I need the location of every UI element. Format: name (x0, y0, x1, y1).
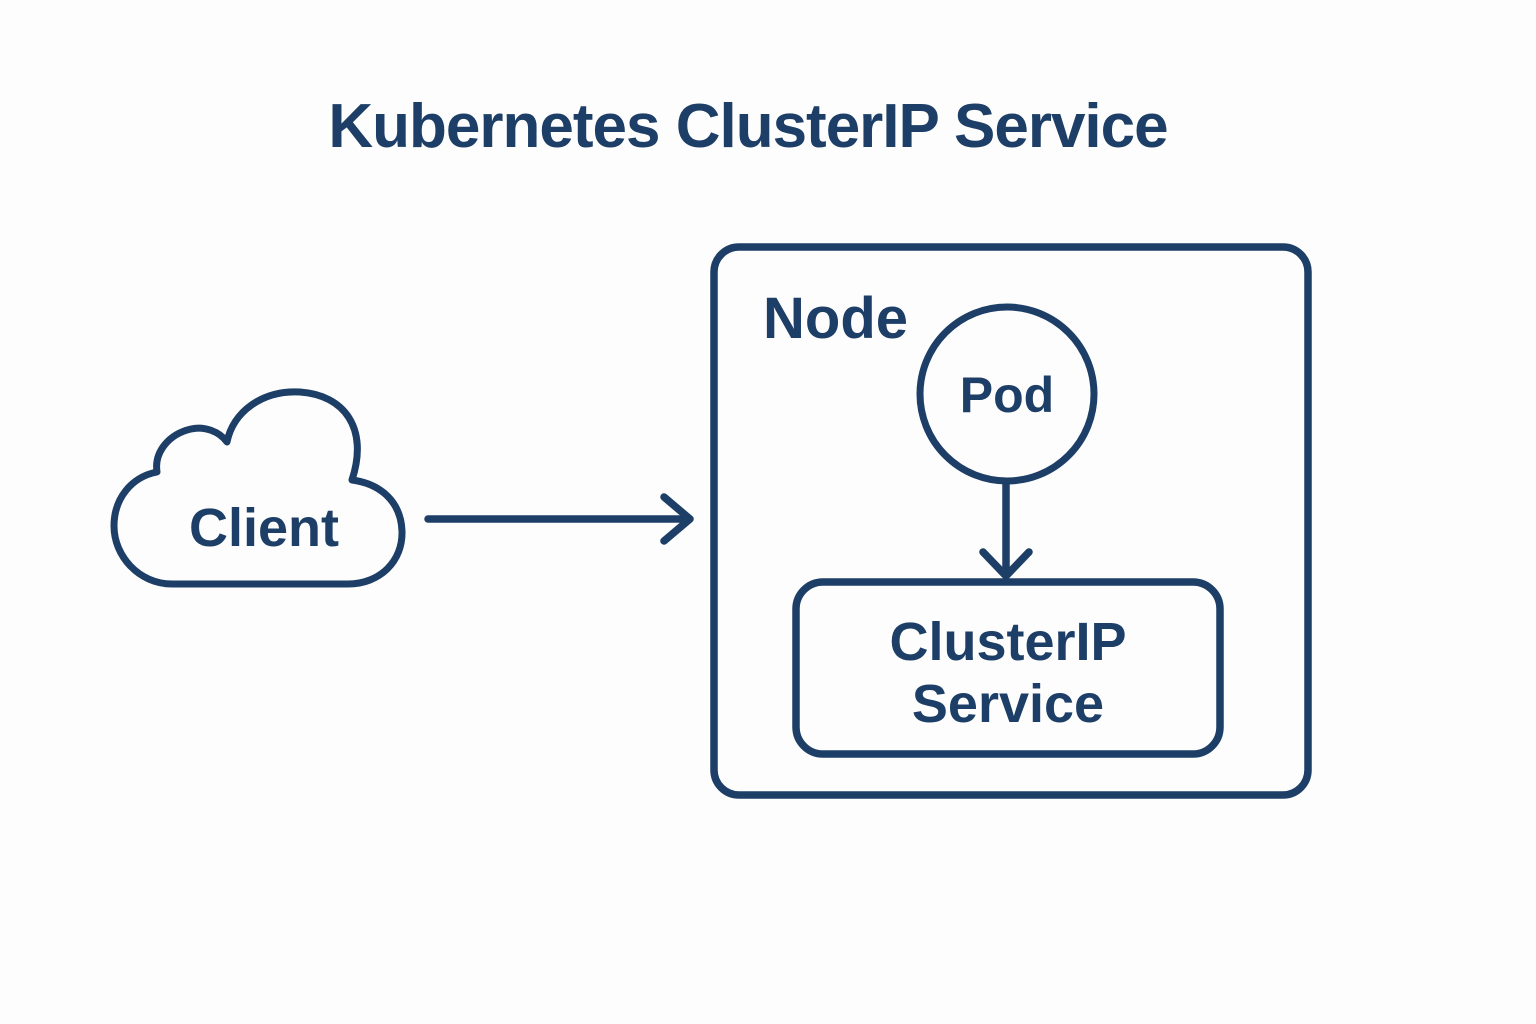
pod-label: Pod (960, 367, 1054, 423)
clusterip-service-label-line1: ClusterIP (889, 612, 1126, 672)
client-cloud-icon (110, 388, 406, 588)
client-group: Client (110, 388, 406, 588)
pod-group: Pod (916, 303, 1098, 485)
node-label: Node (763, 286, 908, 351)
client-to-node-arrow (424, 493, 694, 545)
client-label: Client (189, 498, 339, 558)
node-box (710, 243, 1312, 799)
clusterip-service-label-line2: Service (912, 674, 1104, 734)
client-to-node-arrowhead-icon (660, 493, 694, 545)
pod-to-service-arrow (979, 478, 1033, 580)
clusterip-service-box (792, 578, 1224, 758)
node-group: Node Pod ClusterIP Service (710, 243, 1312, 799)
diagram-title: Kubernetes ClusterIP Service (328, 92, 1167, 161)
pod-to-service-arrowhead-icon (979, 548, 1033, 580)
service-group: ClusterIP Service (792, 578, 1224, 758)
